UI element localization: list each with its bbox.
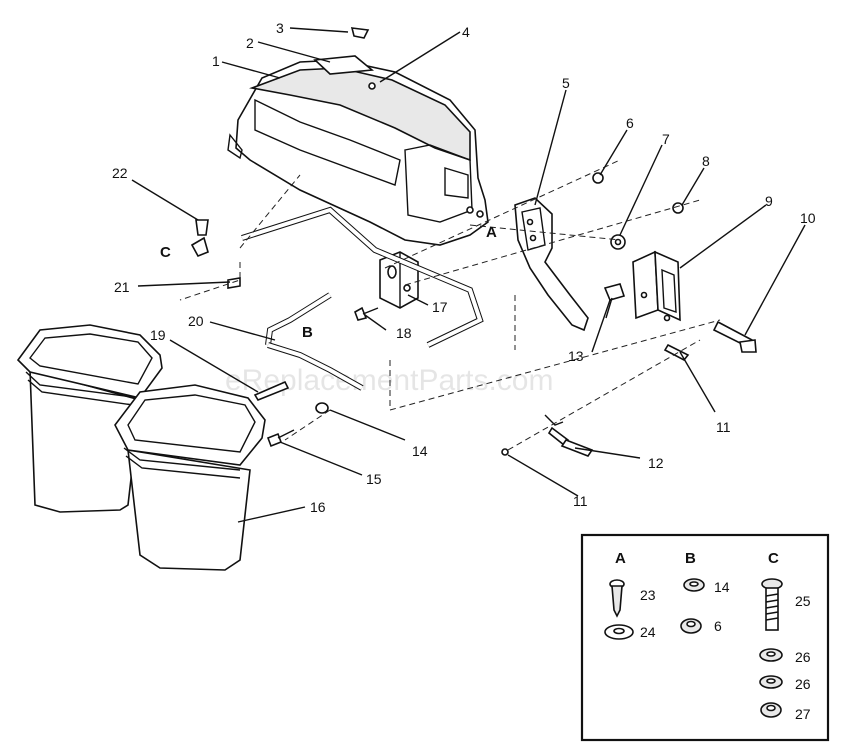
callout-13: 13	[568, 348, 584, 364]
ref-c-label: C	[160, 244, 171, 261]
callout-19: 19	[150, 327, 166, 343]
inset-label-25: 25	[795, 593, 811, 609]
inset-label-24: 24	[640, 624, 656, 640]
nut-27-part	[760, 702, 782, 718]
callout-4: 4	[462, 24, 470, 40]
grass-bag-left-part	[16, 324, 163, 513]
top-handle-parts	[313, 27, 376, 90]
callout-21: 21	[114, 279, 130, 295]
callout-22: 22	[112, 165, 128, 181]
washer-26-lower-part	[759, 675, 783, 689]
grass-bag-right-part	[114, 384, 266, 571]
callout-10: 10	[800, 210, 816, 226]
callout-3: 3	[276, 20, 284, 36]
nut-6-inset-part	[680, 618, 702, 634]
callout-7: 7	[662, 131, 670, 147]
leader-lines	[131, 27, 806, 523]
inset-label-27: 27	[795, 706, 811, 722]
bolt-25-part	[761, 578, 783, 631]
callout-11-lower: 11	[573, 493, 588, 509]
callout-16: 16	[310, 499, 326, 515]
inset-col-a: A	[615, 550, 626, 567]
callout-20: 20	[188, 313, 204, 329]
nut-6-part	[592, 172, 604, 184]
screw-23-part	[609, 579, 625, 618]
callout-11-upper: 11	[716, 419, 731, 435]
ref-b-label: B	[302, 324, 313, 341]
hitch-pin-10-part	[712, 320, 757, 353]
pin-21-part	[227, 277, 241, 289]
washer-14-part	[315, 402, 329, 414]
inset-col-b: B	[685, 550, 696, 567]
callout-8: 8	[702, 153, 710, 169]
bolt-13-part	[603, 283, 626, 319]
mounting-bracket-part	[514, 197, 589, 332]
hardware-inset: A B C 23 24 14 6	[580, 533, 830, 742]
bolt-15-part	[266, 429, 295, 448]
callout-9: 9	[765, 193, 773, 209]
callout-labels: 1 2 3 4 5 6 7 8 9 10 11 11 12 13 14 15 1…	[112, 20, 816, 515]
upper-rod-part	[241, 206, 484, 348]
washer-7-hole	[614, 238, 622, 246]
clip-11-lower-part	[501, 448, 509, 456]
inset-col-c: C	[768, 550, 779, 567]
bolt-18-part	[354, 306, 379, 321]
fastener-22-part	[190, 219, 209, 258]
washer-24-part	[604, 624, 634, 640]
inset-label-26-lower: 26	[795, 676, 811, 692]
callout-6: 6	[626, 115, 634, 131]
callout-2: 2	[246, 35, 254, 51]
rod-end-19-part	[253, 380, 290, 401]
nut-8-part	[672, 202, 684, 214]
ref-a-label: A	[486, 224, 497, 241]
bag-frame-rod-20-part	[265, 292, 364, 391]
inset-label-23: 23	[640, 587, 656, 603]
callout-14: 14	[412, 443, 428, 459]
callout-5: 5	[562, 75, 570, 91]
assembly-lines	[179, 159, 721, 451]
washer-14-inset-part	[683, 578, 705, 592]
callout-1: 1	[212, 53, 220, 69]
callout-18: 18	[396, 325, 412, 341]
callout-12: 12	[648, 455, 664, 471]
hitch-bracket-part	[632, 250, 681, 322]
inset-label-26-upper: 26	[795, 649, 811, 665]
callout-15: 15	[366, 471, 382, 487]
washer-26-upper-part	[759, 648, 783, 662]
inset-label-6: 6	[714, 618, 722, 634]
inset-label-14: 14	[714, 579, 730, 595]
callout-17: 17	[432, 299, 448, 315]
hood-cover-part	[227, 59, 489, 246]
